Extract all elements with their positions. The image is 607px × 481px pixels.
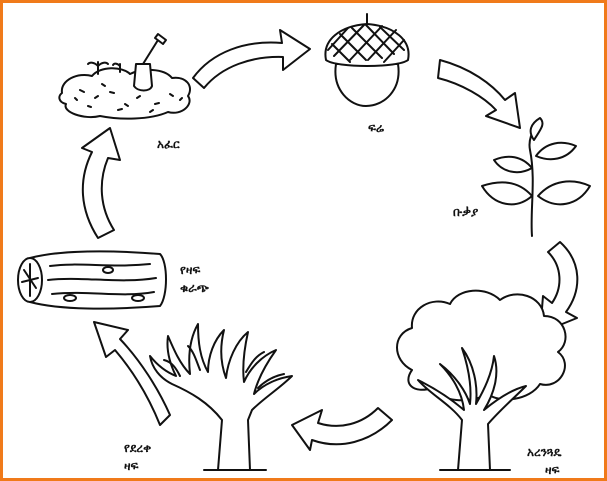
stage-label-soil: አፈር	[157, 136, 180, 152]
stage-label-dry-tree-line1: የደረቀ	[124, 440, 151, 456]
stage-label-green-tree-line2: ዛፍ	[545, 462, 559, 478]
stage-label-dry-tree-line2: ዛፍ	[124, 458, 138, 474]
acorn-icon	[325, 14, 408, 106]
arrow-green-tree-to-dry-tree	[292, 408, 392, 450]
stage-label-seedling: ቡቃያ	[453, 204, 478, 220]
stage-label-green-tree-line1: አረንጓዴ	[527, 444, 562, 460]
bare-tree-icon	[150, 324, 292, 470]
arrow-soil-to-acorn	[193, 30, 310, 88]
stage-label-acorn: ፍሬ	[368, 120, 384, 136]
stage-label-log-line2: ቁራጭ	[180, 280, 209, 296]
log-icon	[18, 251, 166, 308]
soil-shovel-icon	[59, 34, 190, 119]
seedling-icon	[482, 118, 590, 236]
arrow-log-to-soil	[82, 128, 120, 238]
arrow-acorn-to-seedling	[438, 60, 520, 128]
stage-label-log-line1: የዛፍ	[180, 262, 200, 278]
